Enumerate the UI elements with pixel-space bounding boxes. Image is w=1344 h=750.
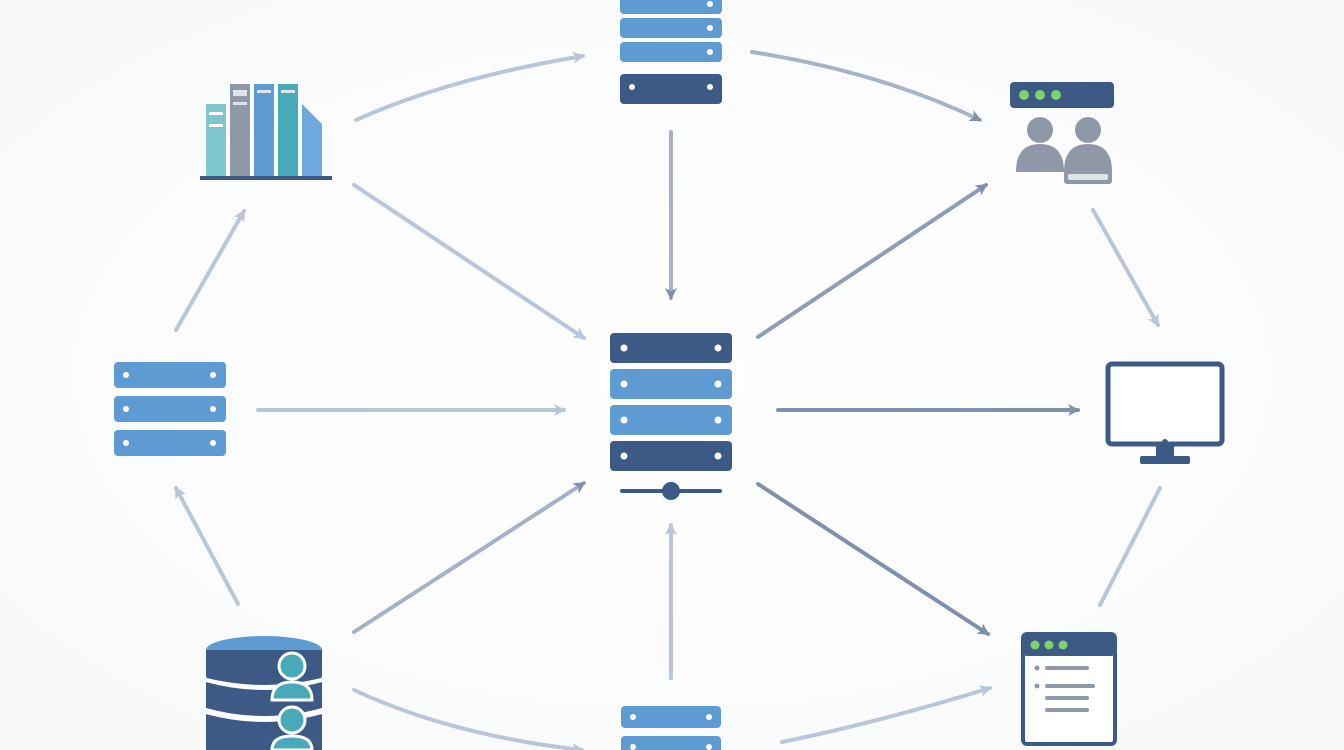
edge-library-to-top [354, 51, 585, 122]
server-rack-with-network-icon [610, 333, 732, 500]
edge-database-to-hub [352, 481, 586, 634]
edge-bottom-to-browser [780, 685, 992, 744]
server-rack-icon [620, 0, 722, 104]
books-icon [200, 84, 332, 180]
edge-library-to-hub [352, 183, 586, 340]
edge-hub-to-browser [756, 482, 990, 636]
edge-users-window-to-monitor [1091, 208, 1160, 327]
edge-top-to-users-window [750, 50, 982, 122]
edge-database-to-left [174, 486, 240, 606]
edge-left-to-library [174, 209, 246, 332]
server-rack-icon [114, 362, 226, 456]
monitor-icon [1105, 361, 1225, 464]
edge-database-to-bottom [352, 688, 584, 750]
edges [174, 50, 1162, 750]
edge-hub-to-users-window [756, 183, 988, 339]
database-users-icon [205, 636, 323, 750]
edge-monitor-to-browser [1098, 486, 1162, 607]
browser-window-icon [1021, 632, 1117, 746]
server-rack-icon [621, 706, 721, 750]
users-window-icon [1010, 82, 1114, 184]
